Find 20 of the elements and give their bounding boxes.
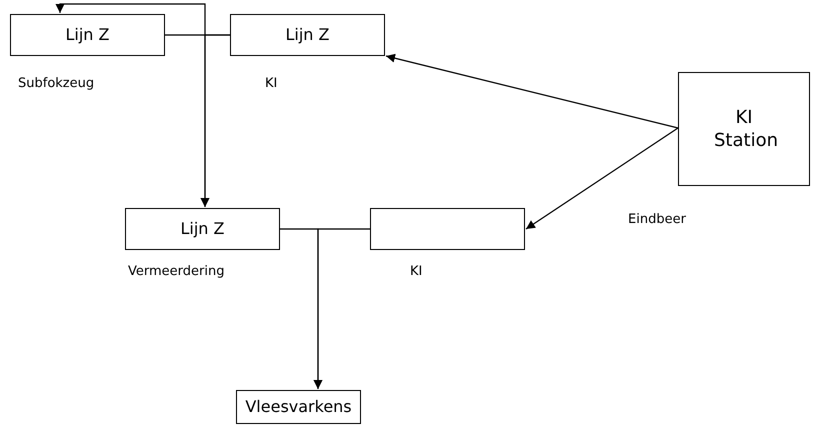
- process-box: [370, 208, 525, 250]
- process-box: [236, 390, 361, 424]
- arrow: [56, 3, 230, 36]
- box-label: Lijn Z: [180, 218, 224, 240]
- node-caption: Vermeerdering: [128, 264, 224, 279]
- box-label: Lijn Z: [286, 24, 330, 46]
- node-caption: KI: [265, 76, 278, 91]
- edge-note: Eindbeer: [628, 212, 686, 227]
- box-label: KI Station: [714, 106, 774, 152]
- node-caption: Subfokzeug: [18, 76, 94, 91]
- process-box: [10, 14, 165, 56]
- box-label: Vleesvarkens: [245, 396, 352, 418]
- process-box: [230, 14, 385, 56]
- process-box: [125, 208, 280, 250]
- arrow: [526, 128, 678, 230]
- node-caption: KI: [410, 264, 422, 279]
- arrow: [314, 228, 370, 389]
- process-box: [678, 72, 810, 186]
- arrow: [386, 54, 678, 129]
- box-label: Lijn Z: [66, 24, 110, 46]
